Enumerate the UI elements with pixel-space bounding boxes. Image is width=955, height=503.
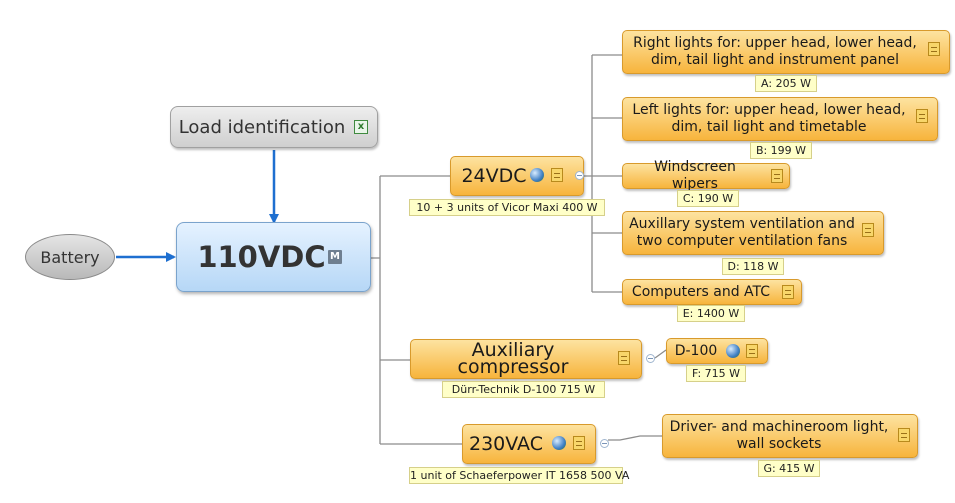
topic-driver-label: Driver- and machineroom light, wall sock…	[669, 419, 889, 452]
label-durr-technik: Dürr-Technik D-100 715 W	[442, 381, 605, 398]
topic-auxiliary-compressor[interactable]: Auxiliary compressor	[410, 339, 642, 379]
globe-icon[interactable]	[552, 436, 566, 450]
map-icon[interactable]: M	[328, 250, 342, 264]
note-icon[interactable]	[898, 428, 910, 442]
central-topic-label: 110VDC	[197, 240, 326, 274]
note-icon[interactable]	[771, 169, 783, 183]
topic-24vdc-label: 24VDC	[461, 164, 527, 187]
topic-230vac-label: 230VAC	[469, 432, 543, 455]
topic-24vdc[interactable]: 24VDC	[450, 156, 584, 196]
topic-auxillary-ventilation[interactable]: Auxillary system ventilation and two com…	[622, 211, 884, 255]
connector-to-driver	[608, 435, 662, 441]
battery-node[interactable]: Battery	[25, 234, 115, 280]
label-b-199w: B: 199 W	[750, 142, 812, 159]
topic-right-lights-label: Right lights for: upper head, lower head…	[633, 35, 917, 68]
note-icon[interactable]	[551, 168, 563, 182]
collapse-toggle-24vdc[interactable]	[575, 171, 584, 180]
connector-24vdc-trunk	[584, 55, 593, 292]
globe-icon[interactable]	[530, 168, 544, 182]
load-identification-label: Load identification	[178, 116, 346, 138]
topic-driver-machineroom[interactable]: Driver- and machineroom light, wall sock…	[662, 414, 918, 458]
label-d-118w: D: 118 W	[722, 258, 784, 275]
label-f-715w: F: 715 W	[686, 365, 746, 382]
label-24vdc-units: 10 + 3 units of Vicor Maxi 400 W	[409, 199, 605, 216]
note-icon[interactable]	[573, 436, 585, 450]
note-icon[interactable]	[618, 351, 630, 365]
connector-to-d100	[654, 349, 667, 359]
note-icon[interactable]	[916, 109, 928, 123]
topic-auxillary-label: Auxillary system ventilation and two com…	[629, 216, 855, 249]
topic-left-lights[interactable]: Left lights for: upper head, lower head,…	[622, 97, 938, 141]
label-schaeferpower: 1 unit of Schaeferpower IT 1658 500 VA	[409, 467, 630, 484]
topic-left-lights-label: Left lights for: upper head, lower head,…	[632, 102, 906, 135]
label-g-415w: G: 415 W	[758, 460, 820, 477]
topic-windscreen-label: Windscreen wipers	[654, 159, 736, 192]
load-identification-node[interactable]: Load identification	[170, 106, 378, 148]
note-icon[interactable]	[928, 42, 940, 56]
topic-d100[interactable]: D-100	[666, 338, 768, 364]
topic-d100-label: D-100	[674, 342, 718, 359]
topic-230vac[interactable]: 230VAC	[462, 424, 596, 464]
spreadsheet-icon[interactable]: x	[354, 120, 368, 134]
globe-icon[interactable]	[726, 344, 740, 358]
label-c-190w: C: 190 W	[677, 190, 739, 207]
battery-label: Battery	[40, 247, 100, 267]
collapse-toggle-compressor[interactable]	[646, 354, 655, 363]
topic-computers-atc[interactable]: Computers and ATC	[622, 279, 802, 305]
topic-right-lights[interactable]: Right lights for: upper head, lower head…	[622, 30, 950, 74]
note-icon[interactable]	[746, 344, 758, 358]
connector-central-trunk	[371, 176, 381, 444]
label-a-205w: A: 205 W	[755, 75, 817, 92]
topic-computers-label: Computers and ATC	[631, 283, 771, 300]
collapse-toggle-230vac[interactable]	[600, 439, 609, 448]
central-topic-110vdc[interactable]: 110VDC	[176, 222, 371, 292]
topic-windscreen-wipers[interactable]: Windscreen wipers	[622, 159, 790, 192]
note-icon[interactable]	[782, 285, 794, 299]
topic-compressor-label: Auxiliary compressor	[457, 339, 569, 378]
note-icon[interactable]	[862, 223, 874, 237]
label-e-1400w: E: 1400 W	[677, 305, 745, 322]
